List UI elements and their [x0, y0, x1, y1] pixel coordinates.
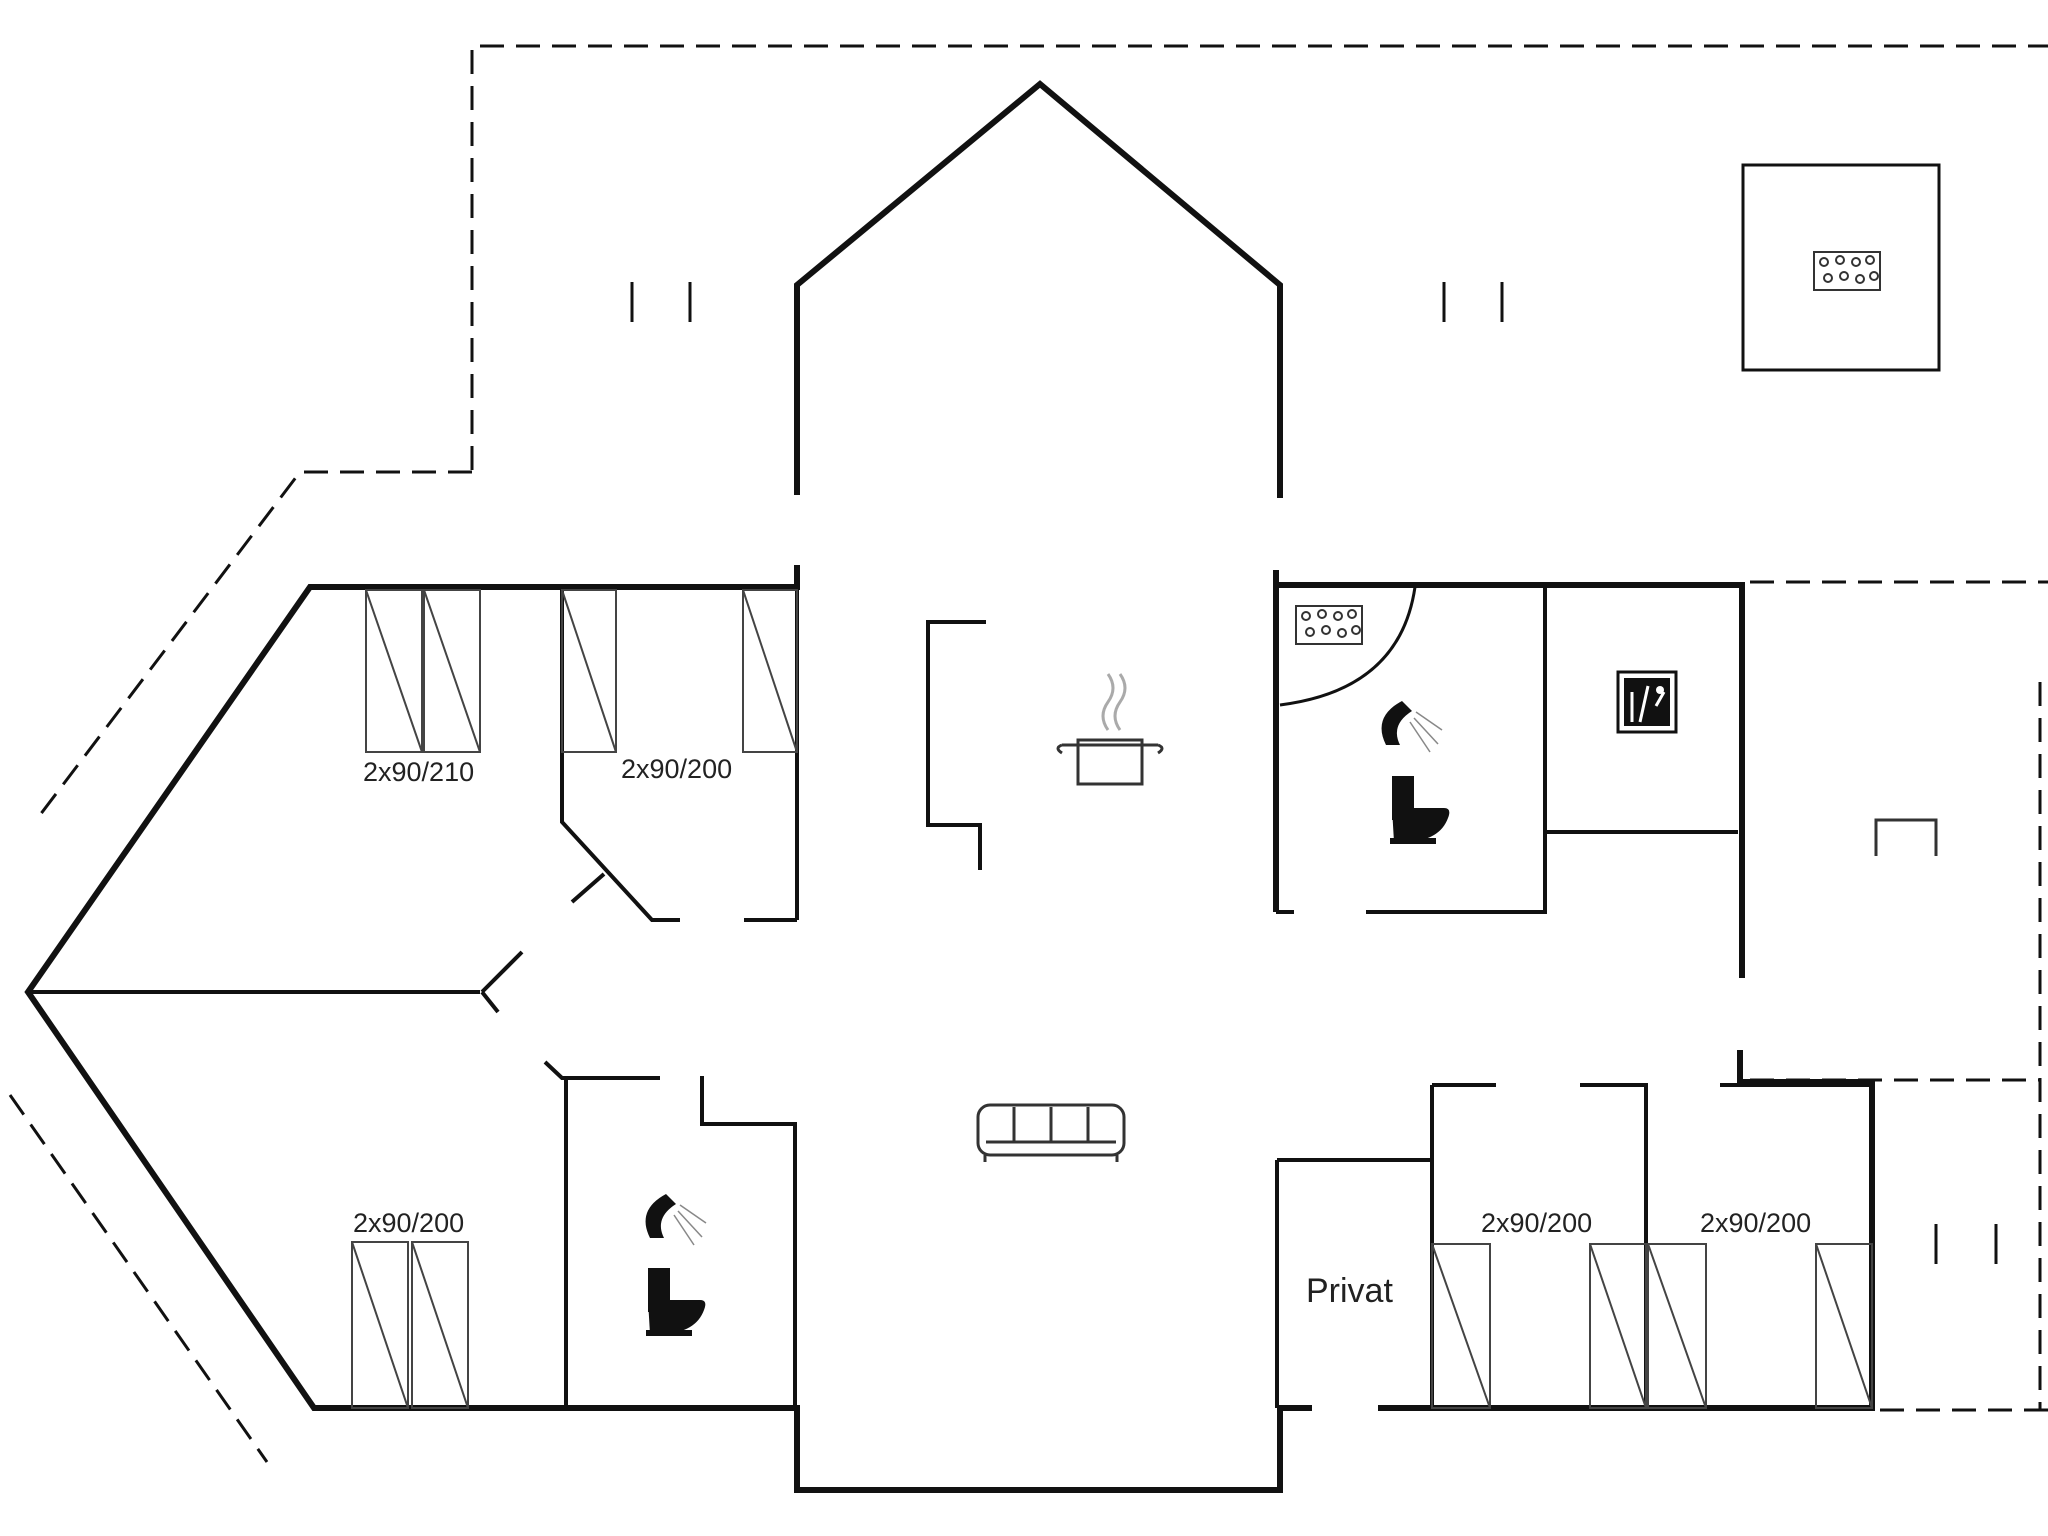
bed-label: 2x90/200: [353, 1208, 464, 1238]
cooking-pot-icon: [1056, 673, 1164, 786]
fireplace-icon: [1874, 818, 1938, 856]
bed-label: 2x90/210: [363, 757, 474, 787]
sofa-icon: [976, 1103, 1126, 1162]
window-marks: [630, 282, 1998, 1264]
shower-icon: [1381, 701, 1443, 753]
room-label-privat: Privat: [1306, 1272, 1393, 1310]
door-swing: [1279, 586, 1417, 707]
bed-label: 2x90/200: [1481, 1208, 1592, 1238]
terrace-outline: [8, 44, 2048, 1463]
toilet-icon: [646, 1268, 706, 1336]
beds: [351, 589, 1873, 1409]
sauna-icon: [1616, 670, 1678, 734]
bed-label: 2x90/200: [1700, 1208, 1811, 1238]
bed-label: 2x90/200: [621, 754, 732, 784]
toilet-icon: [1390, 776, 1450, 844]
exterior-walls: [24, 80, 1875, 1493]
outdoor-whirlpool-area: [1741, 163, 1941, 372]
shower-icon: [645, 1194, 707, 1246]
whirlpool-icon: [1295, 605, 1363, 645]
whirlpool-icon: [1813, 251, 1881, 291]
interior-walls: [28, 585, 1872, 1408]
